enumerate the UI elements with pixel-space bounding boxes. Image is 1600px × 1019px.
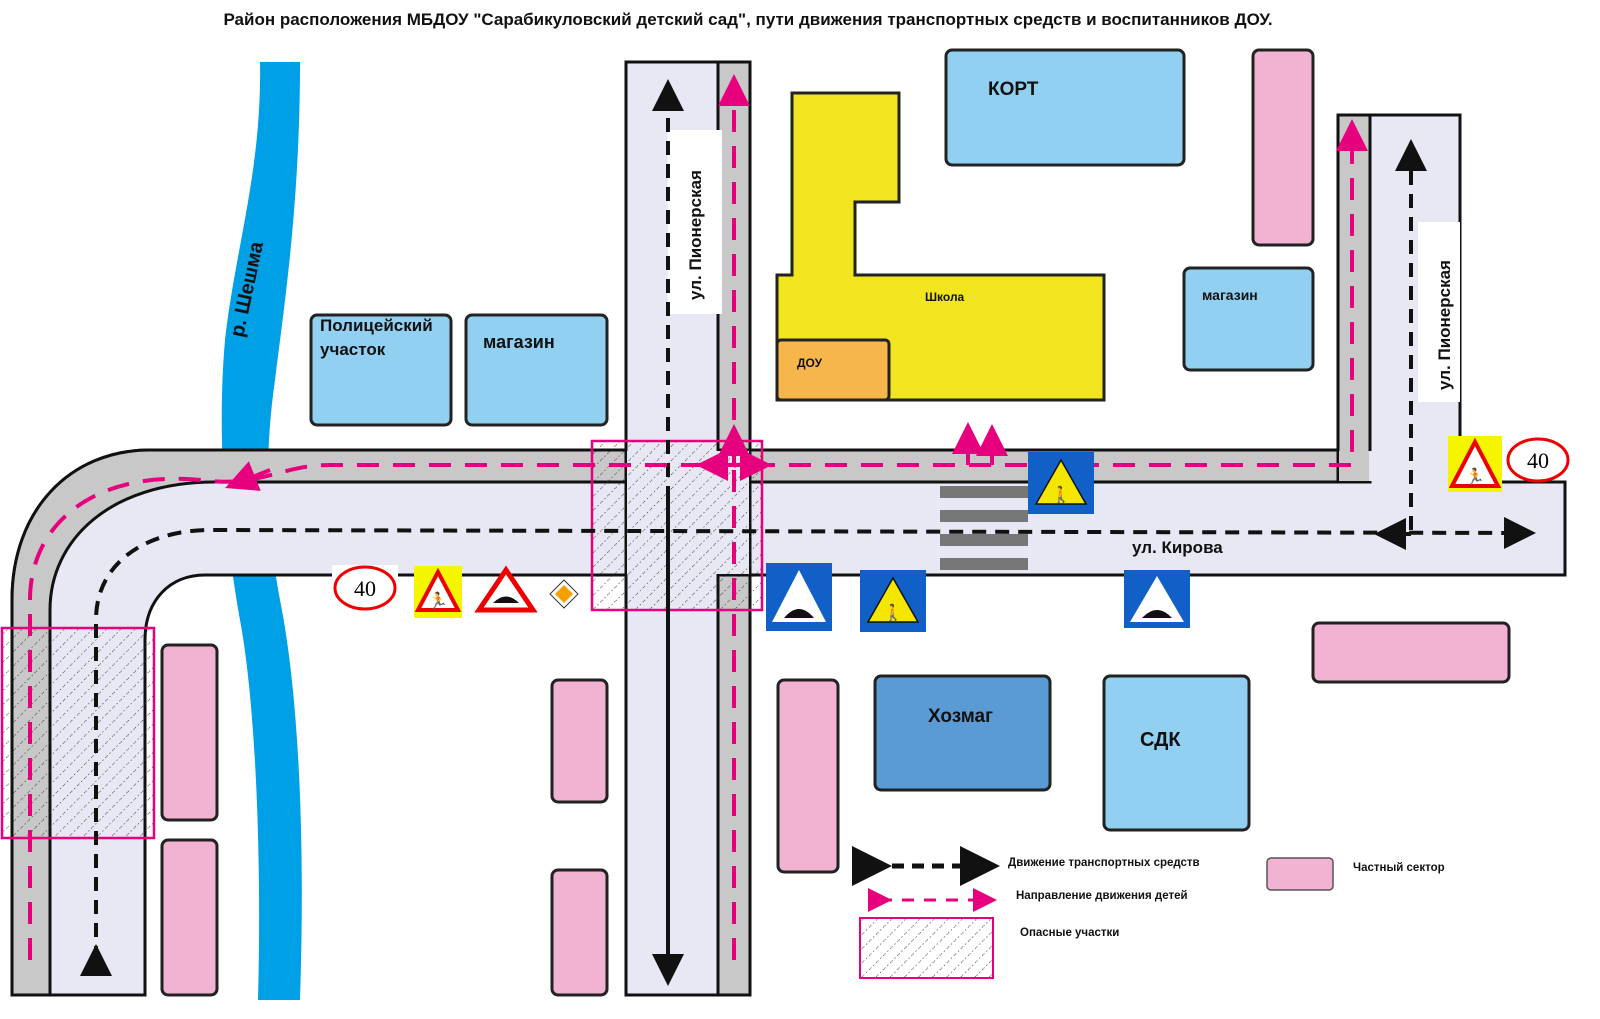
priority-road-sign xyxy=(549,579,579,609)
building-hozmag xyxy=(873,674,1052,792)
street-label-pionerskaya-left: ул. Пионерская xyxy=(686,170,705,300)
school-label: Школа xyxy=(925,290,965,304)
svg-text:🏃: 🏃 xyxy=(428,591,448,610)
speed-bump-sign-blue xyxy=(766,563,832,631)
sdk-label: СДК xyxy=(1140,729,1181,751)
police-label-2: участок xyxy=(320,340,386,359)
shop-left-label: магазин xyxy=(483,332,555,352)
building-sdk xyxy=(1102,674,1251,832)
vehicle-paths xyxy=(80,79,1536,986)
children-paths xyxy=(28,74,1368,960)
kort-label: КОРТ xyxy=(988,79,1039,100)
svg-text:🚶: 🚶 xyxy=(883,603,903,622)
private-sector-houses xyxy=(160,621,1511,997)
legend-vehicles-label: Движение транспортных средств xyxy=(1008,857,1200,869)
shop-right-label: магазин xyxy=(1202,287,1258,303)
legend-children-label: Направление движения детей xyxy=(1016,890,1188,902)
building-police xyxy=(309,313,453,427)
speed-limit-sign-right: 40 xyxy=(1506,437,1570,483)
private-house xyxy=(1251,48,1315,247)
legend-danger-swatch xyxy=(859,917,994,979)
pedestrian-crossing-sign: 🚶 xyxy=(1028,452,1094,514)
children-warning-sign-left: 🏃 xyxy=(414,566,462,618)
legend: Движение транспортных средств Направлени… xyxy=(852,846,1445,979)
dou-label: ДОУ xyxy=(797,356,823,370)
building-school xyxy=(775,91,1106,402)
legend-private-label: Частный сектор xyxy=(1353,862,1445,874)
police-label-1: Полицейский xyxy=(320,316,433,335)
speed-bump-sign xyxy=(474,565,538,613)
svg-text:🚶: 🚶 xyxy=(1051,485,1071,504)
danger-zone-curve xyxy=(0,626,156,840)
children-warning-sign-right: 🏃 xyxy=(1448,436,1502,492)
legend-danger-label: Опасные участки xyxy=(1020,927,1119,939)
building-shop-left xyxy=(464,313,609,427)
speed-limit-sign-left: 40 xyxy=(332,565,398,611)
building-kort xyxy=(944,48,1186,167)
legend-private-swatch xyxy=(1266,857,1334,891)
building-dou xyxy=(775,338,891,402)
svg-text:40: 40 xyxy=(1527,448,1549,473)
svg-text:40: 40 xyxy=(354,576,376,601)
pedestrian-crossing-sign: 🚶 xyxy=(860,570,926,632)
hozmag-label: Хозмаг xyxy=(928,706,993,727)
map-title: Район расположения МБДОУ "Сарабикуловски… xyxy=(223,10,1272,29)
speed-bump-sign-blue xyxy=(1124,570,1190,628)
building-shop-right xyxy=(1182,266,1315,372)
svg-text:🏃: 🏃 xyxy=(1465,467,1485,486)
street-label-kirova: ул. Кирова xyxy=(1132,538,1223,557)
street-label-pionerskaya-right: ул. Пионерская xyxy=(1435,260,1454,390)
